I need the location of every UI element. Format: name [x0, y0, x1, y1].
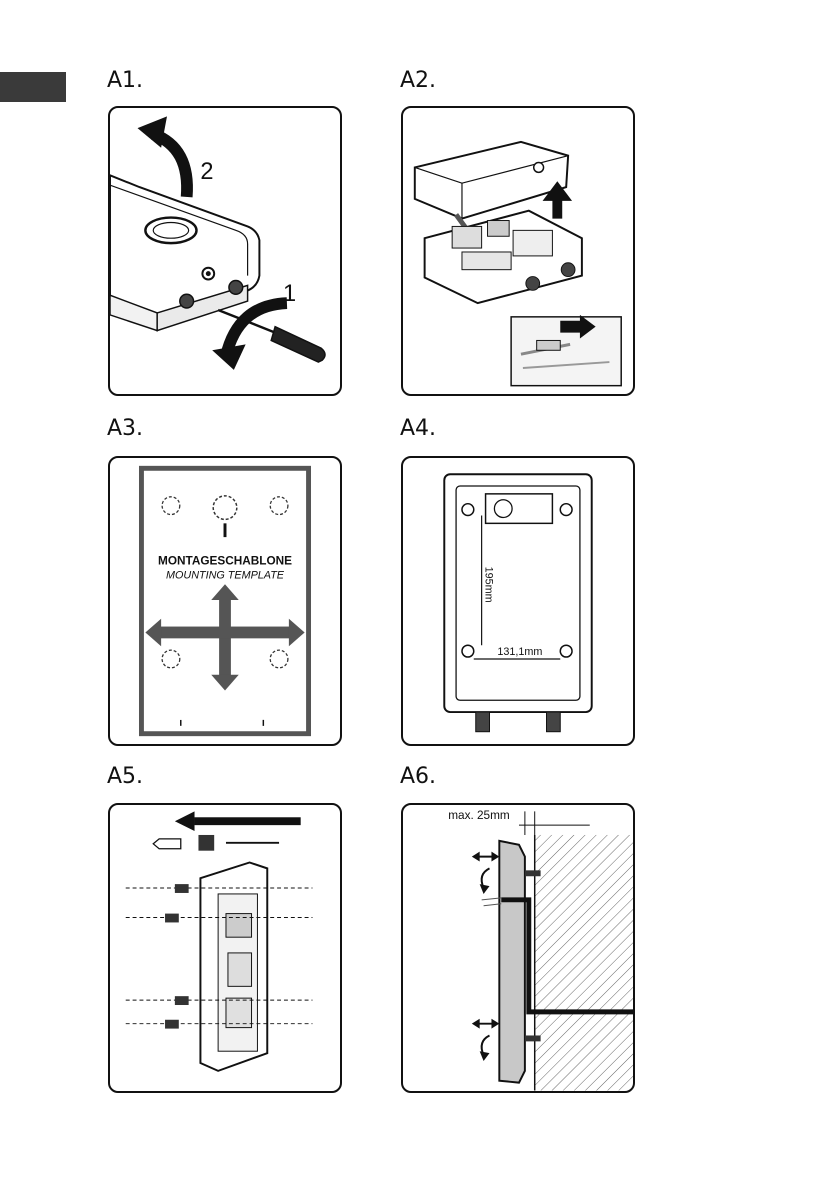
- step-label-a2: A2.: [400, 68, 437, 93]
- template-subtitle: MOUNTING TEMPLATE: [166, 569, 285, 581]
- panel-a2-lift-cover: [401, 106, 635, 396]
- illustration-a4: 195mm 131,1mm: [443, 473, 593, 733]
- illustration-a5: [125, 811, 313, 1072]
- illustration-a2: [413, 140, 622, 387]
- illustration-a6: max. 25mm: [448, 809, 633, 1091]
- step-label-a5: A5.: [107, 764, 144, 789]
- step-label-a4: A4.: [400, 416, 437, 441]
- dimension-width: 131,1mm: [497, 646, 542, 658]
- section-tab-marker: [0, 72, 66, 102]
- callout-1: 1: [283, 280, 296, 306]
- template-title: MONTAGESCHABLONE: [158, 555, 292, 568]
- step-label-a6: A6.: [400, 764, 437, 789]
- panel-a4-hole-distances: 195mm 131,1mm: [401, 456, 635, 746]
- step-label-a1: A1.: [107, 68, 144, 93]
- illustration-a1: 1 2: [110, 116, 326, 370]
- dimension-height: 195mm: [483, 567, 495, 603]
- step-label-a3: A3.: [107, 416, 144, 441]
- illustration-a3: MONTAGESCHABLONE MOUNTING TEMPLATE: [138, 465, 312, 737]
- panel-a6-wall-distance: max. 25mm: [401, 803, 635, 1093]
- panel-a1-open-cover-screws: 1 2: [108, 106, 342, 396]
- panel-a3-mounting-template: MONTAGESCHABLONE MOUNTING TEMPLATE: [108, 456, 342, 746]
- panel-a5-wall-mounting: [108, 803, 342, 1093]
- callout-2: 2: [200, 158, 213, 184]
- dimension-max-gap: max. 25mm: [448, 809, 510, 822]
